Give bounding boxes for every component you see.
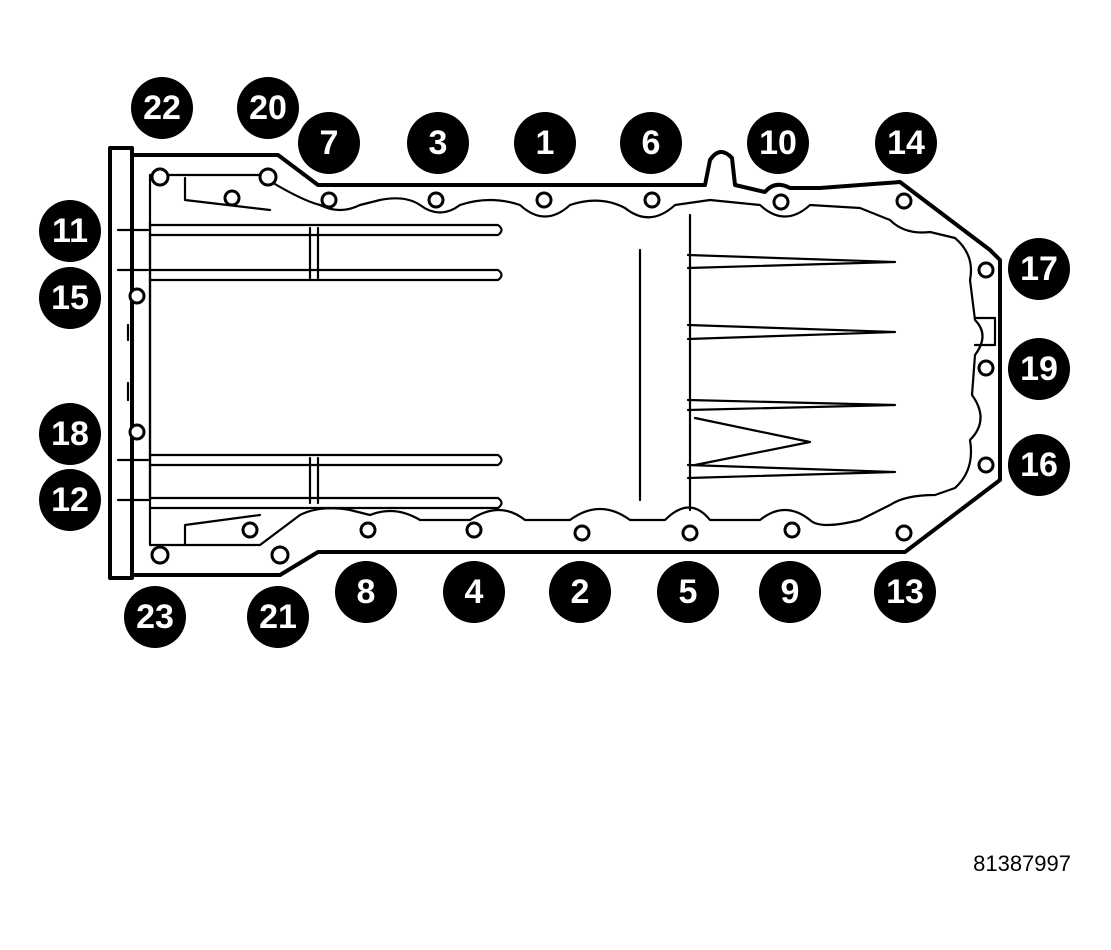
svg-text:21: 21	[259, 598, 297, 636]
bolt-hole	[772, 193, 790, 211]
bolt-hole	[895, 192, 913, 210]
bolt-hole	[895, 524, 913, 542]
bolt-hole	[223, 189, 241, 207]
svg-text:14: 14	[887, 124, 925, 162]
bolt-badge-5: 5	[657, 561, 719, 623]
bolt-hole	[258, 167, 278, 187]
svg-text:8: 8	[357, 573, 376, 611]
bolt-badge-4: 4	[443, 561, 505, 623]
bolt-hole	[977, 261, 995, 279]
bolt-badge-17: 17	[1008, 238, 1070, 300]
bolt-hole	[573, 524, 591, 542]
svg-text:3: 3	[429, 124, 448, 162]
svg-text:23: 23	[136, 598, 174, 636]
bolt-hole	[359, 521, 377, 539]
bolt-badge-16: 16	[1008, 434, 1070, 496]
svg-text:1: 1	[536, 124, 555, 162]
svg-text:12: 12	[51, 481, 89, 519]
bolt-badge-12: 12	[39, 469, 101, 531]
bolt-holes	[128, 167, 995, 565]
bolt-badge-3: 3	[407, 112, 469, 174]
svg-text:13: 13	[886, 573, 924, 611]
svg-text:20: 20	[249, 89, 287, 127]
svg-text:7: 7	[320, 124, 339, 162]
bolt-badge-6: 6	[620, 112, 682, 174]
bolt-badge-18: 18	[39, 403, 101, 465]
bolt-hole	[150, 167, 170, 187]
bolt-badge-14: 14	[875, 112, 937, 174]
bolt-badge-9: 9	[759, 561, 821, 623]
bolt-hole	[241, 521, 259, 539]
oil-pan-inner-detail	[116, 173, 997, 547]
svg-text:11: 11	[52, 212, 88, 250]
svg-text:9: 9	[781, 573, 800, 611]
bolt-badge-10: 10	[747, 112, 809, 174]
bolt-badge-7: 7	[298, 112, 360, 174]
bolt-hole	[128, 423, 146, 441]
bolt-hole	[681, 524, 699, 542]
bolt-hole	[465, 521, 483, 539]
svg-text:2: 2	[571, 573, 590, 611]
bolt-hole	[128, 287, 146, 305]
bolt-badge-19: 19	[1008, 338, 1070, 400]
bolt-badge-21: 21	[247, 586, 309, 648]
svg-text:4: 4	[465, 573, 484, 611]
svg-text:16: 16	[1020, 446, 1058, 484]
bolt-hole	[783, 521, 801, 539]
svg-text:19: 19	[1020, 350, 1058, 388]
bolt-badge-22: 22	[131, 77, 193, 139]
bolt-badge-23: 23	[124, 586, 186, 648]
bolt-badge-1: 1	[514, 112, 576, 174]
svg-text:6: 6	[642, 124, 661, 162]
bolt-badge-15: 15	[39, 267, 101, 329]
bolt-hole	[535, 191, 553, 209]
bolt-badge-11: 11	[39, 200, 101, 262]
bolt-hole	[427, 191, 445, 209]
bolt-badge-13: 13	[874, 561, 936, 623]
svg-text:15: 15	[51, 279, 89, 317]
reference-number: 81387997	[973, 851, 1071, 876]
bolt-hole	[320, 191, 338, 209]
bolt-hole	[977, 359, 995, 377]
bolt-hole	[977, 456, 995, 474]
oil-pan-outline	[108, 146, 1002, 580]
svg-text:18: 18	[51, 415, 89, 453]
svg-text:17: 17	[1020, 250, 1058, 288]
bolt-hole	[270, 545, 290, 565]
bolt-number-badges: 1 2 3 4 5 6 7 8 9 10 11 12 13 14 15 16 1…	[39, 77, 1070, 648]
bolt-badge-20: 20	[237, 77, 299, 139]
bolt-hole	[150, 545, 170, 565]
bolt-badge-2: 2	[549, 561, 611, 623]
svg-text:10: 10	[759, 124, 797, 162]
svg-text:22: 22	[143, 89, 181, 127]
svg-text:5: 5	[679, 573, 698, 611]
bolt-badge-8: 8	[335, 561, 397, 623]
bolt-hole	[643, 191, 661, 209]
